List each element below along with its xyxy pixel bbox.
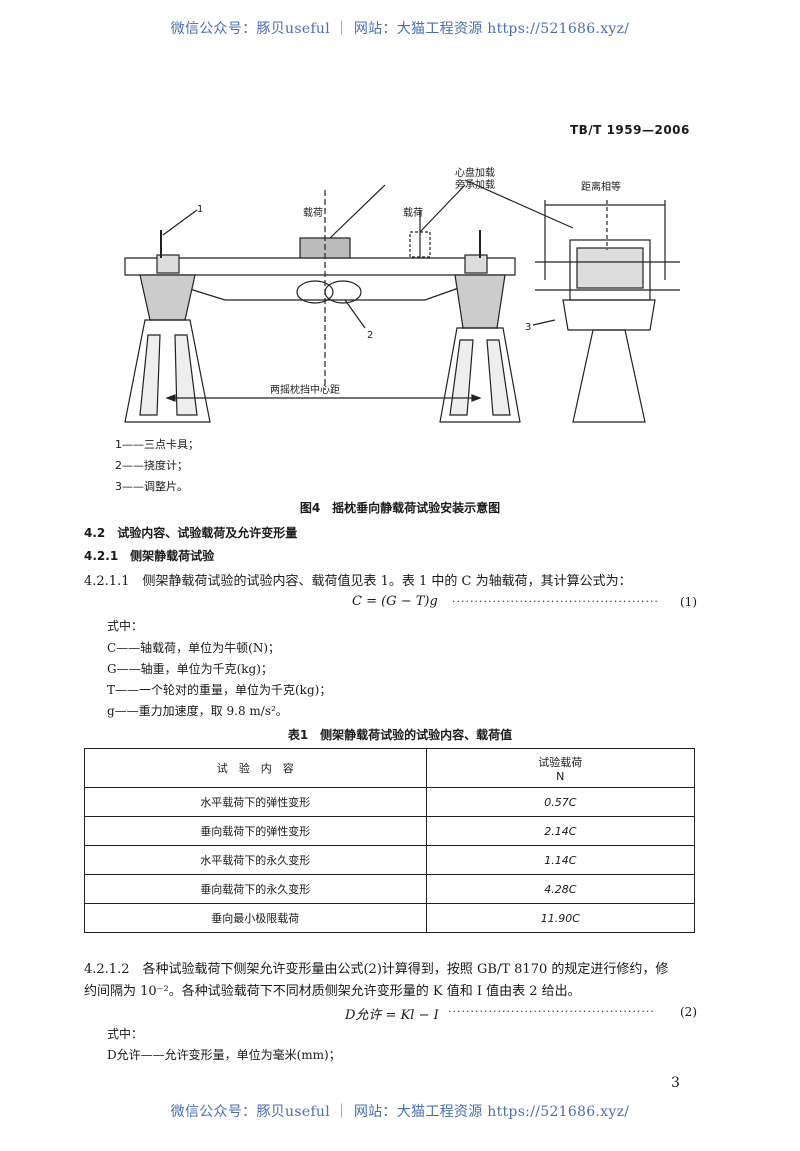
table-row: 垂向载荷下的弹性变形 2.14C — [84, 816, 696, 846]
formula-1-dots: ········································… — [452, 595, 659, 608]
def-gravity: g——重力加速度，取 9.8 m/s²。 — [107, 704, 288, 718]
leader-center-plate — [329, 184, 386, 239]
table-row: 水平载荷下的永久变形 1.14C — [84, 845, 696, 875]
legend-item-2: 2——挠度计； — [115, 459, 188, 472]
table-header-load: 试验载荷 N — [425, 748, 696, 788]
leader-side-bearing — [419, 184, 466, 233]
paragraph-4-2-1-2-line2: 约间隔为 10⁻²。各种试验载荷下不同材质侧架允许变形量的 K 值和 I 值由表… — [84, 984, 581, 999]
where-1: 式中： — [107, 619, 144, 633]
label-load-right: 载荷 — [403, 207, 423, 219]
figure-caption: 图4 摇枕垂向静载荷试验安装示意图 — [299, 501, 501, 515]
leader-clamp — [162, 209, 198, 236]
left-support-base — [124, 319, 211, 423]
label-side-bearing: 旁承加载 — [455, 178, 495, 191]
leader-side-view — [464, 179, 574, 229]
formula-1-number: (1) — [680, 595, 697, 609]
table-cell-content: 水平载荷下的永久变形 — [84, 845, 427, 875]
table-cell-load: 4.28C — [425, 874, 696, 904]
label-span: 两摇枕挡中心距 — [270, 383, 340, 396]
figure-4-drawing: 载荷 载荷 心盘加载 旁承加载 距离相等 两摇枕挡中心距 1 2 3 — [124, 166, 680, 423]
table-header-row: 试 验 内 容 试验载荷 N — [84, 748, 696, 788]
paragraph-4-2-1-1: 4.2.1.1 侧架静载荷试验的试验内容、载荷值见表 1。表 1 中的 C 为轴… — [84, 574, 632, 589]
legend-item-3: 3——调整片。 — [115, 480, 188, 493]
table-header-load-label: 试验载荷 — [538, 755, 583, 769]
formula-2: D允许 = Kl − I — [345, 1008, 439, 1023]
def-c: C——轴载荷，单位为牛顿(N)； — [107, 641, 281, 655]
callout-1: 1 — [197, 204, 203, 215]
right-support-base — [439, 327, 521, 423]
paragraph-4-2-1-2-line1: 4.2.1.2 各种试验载荷下侧架允许变形量由公式(2)计算得到，按照 GB/T… — [84, 962, 669, 977]
table-caption: 表1 侧架静载荷试验的试验内容、载荷值 — [287, 728, 513, 742]
leader-shim — [532, 319, 556, 326]
leader-gauge — [344, 299, 366, 329]
def-g: G——轴重，单位为千克(kg)； — [107, 662, 273, 676]
formula-1: C = (G − T)g — [352, 594, 438, 609]
table-cell-load: 2.14C — [425, 816, 696, 846]
watermark-top: 微信公众号：豚贝useful ｜ 网站：大猫工程资源 https://52168… — [170, 21, 630, 37]
gauge-right — [324, 280, 362, 304]
right-clamp — [464, 254, 488, 274]
section-4-2-1: 4.2.1 侧架静载荷试验 — [84, 549, 215, 563]
formula-2-dots: ········································… — [448, 1005, 655, 1018]
table-cell-content: 水平载荷下的弹性变形 — [84, 787, 427, 817]
def-allowed-deformation: D允许——允许变形量，单位为毫米(mm)； — [107, 1048, 341, 1062]
bolster-underside — [144, 274, 496, 301]
figure-4: 载荷 载荷 心盘加载 旁承加载 距离相等 两摇枕挡中心距 1 2 3 — [115, 150, 695, 435]
label-load-left: 载荷 — [303, 207, 323, 219]
table-1: 试 验 内 容 试验载荷 N 水平载荷下的弹性变形 0.57C 垂向载荷下的弹性… — [84, 748, 696, 933]
callout-2: 2 — [367, 330, 373, 341]
table-header-content: 试 验 内 容 — [84, 748, 427, 788]
watermark-bottom: 微信公众号：豚贝useful ｜ 网站：大猫工程资源 https://52168… — [170, 1104, 630, 1120]
table-cell-content: 垂向载荷下的永久变形 — [84, 874, 427, 904]
label-distance: 距离相等 — [581, 180, 621, 193]
table-cell-content: 垂向最小极限载荷 — [84, 903, 427, 933]
label-center-plate: 心盘加载 — [455, 166, 495, 179]
section-4-2: 4.2 试验内容、试验载荷及允许变形量 — [84, 526, 298, 540]
table-cell-load: 0.57C — [425, 787, 696, 817]
table-cell-load: 11.90C — [425, 903, 696, 933]
table-row: 垂向载荷下的永久变形 4.28C — [84, 874, 696, 904]
table-row: 水平载荷下的弹性变形 0.57C — [84, 787, 696, 817]
where-2: 式中： — [107, 1027, 144, 1041]
def-t: T——一个轮对的重量，单位为千克(kg)； — [107, 683, 332, 697]
side-view-support — [572, 329, 646, 423]
table-cell-load: 1.14C — [425, 845, 696, 875]
table-header-load-unit: N — [556, 769, 565, 783]
formula-2-number: (2) — [680, 1005, 697, 1019]
left-support-top — [139, 274, 196, 321]
right-support-top — [454, 274, 506, 329]
callout-3: 3 — [525, 322, 531, 333]
legend-item-1: 1——三点卡具； — [115, 438, 199, 451]
standard-code: TB/T 1959—2006 — [570, 123, 690, 137]
gauge-left — [296, 280, 334, 304]
table-row: 垂向最小极限载荷 11.90C — [84, 903, 696, 933]
table-cell-content: 垂向载荷下的弹性变形 — [84, 816, 427, 846]
page-number: 3 — [671, 1075, 680, 1091]
bolster-beam — [124, 257, 516, 276]
left-clamp — [156, 254, 180, 274]
